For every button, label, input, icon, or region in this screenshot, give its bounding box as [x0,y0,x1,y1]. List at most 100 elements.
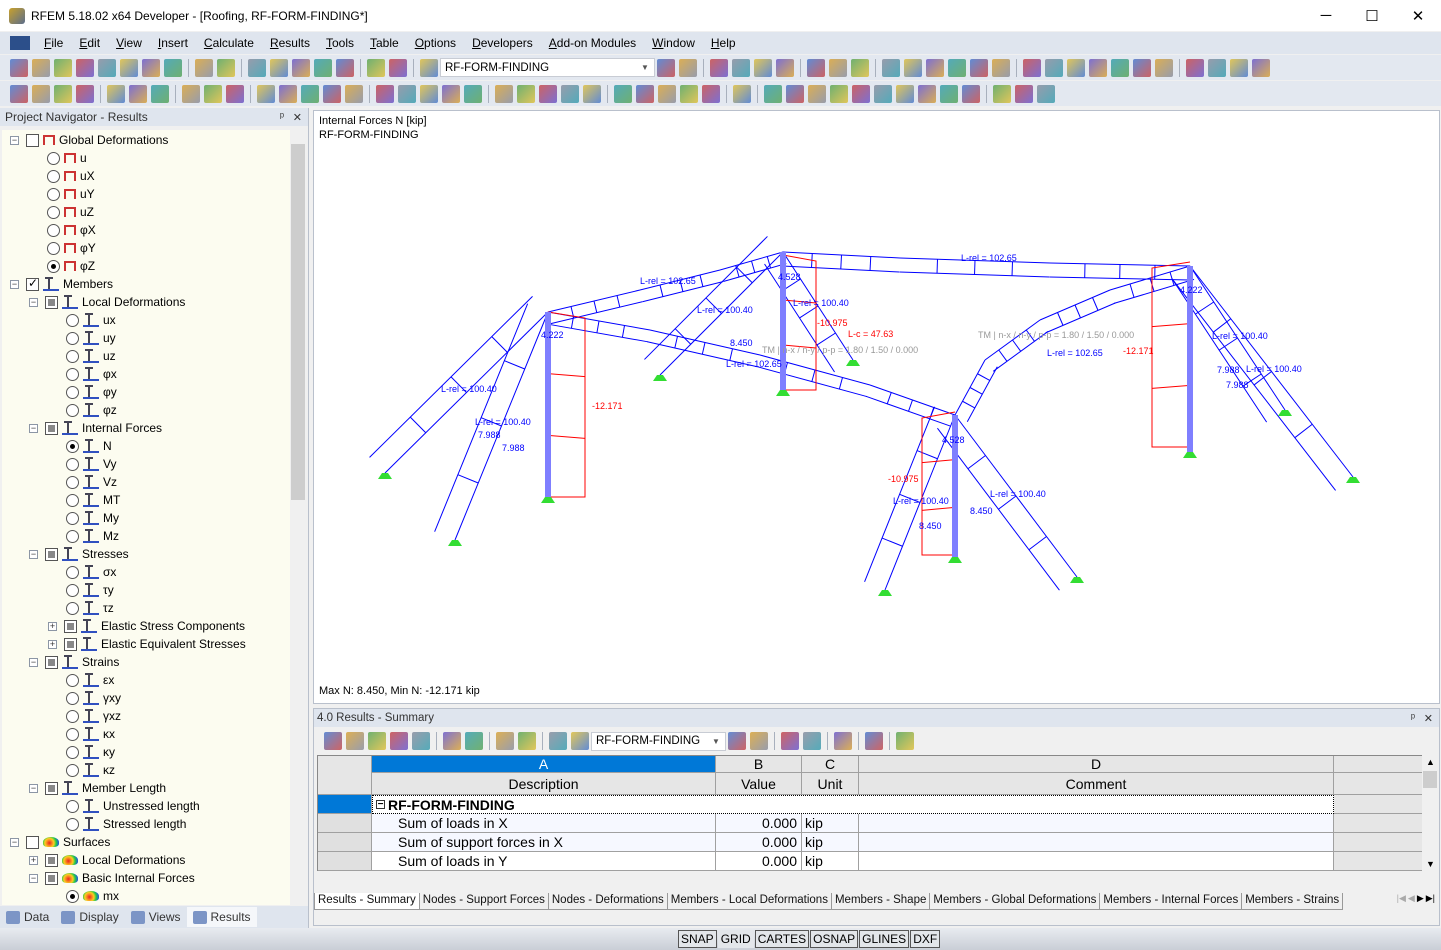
table-b-icon[interactable] [346,732,364,750]
scroll-up-icon[interactable]: ▲ [1426,757,1435,767]
radio-button[interactable] [47,259,60,273]
render-icon[interactable] [926,58,944,77]
settings-icon[interactable] [1015,84,1033,103]
nodal-load-icon[interactable] [398,84,416,103]
radio-button[interactable] [66,367,79,381]
chevron-down-icon[interactable]: ▼ [712,736,720,746]
tree-icon[interactable] [834,732,852,750]
table-a-icon[interactable] [324,732,342,750]
checkbox[interactable] [45,853,58,867]
radio-button[interactable] [47,205,60,219]
isometric-icon[interactable] [948,58,966,77]
nav-tab-views[interactable]: Views [125,907,187,927]
next-table-icon[interactable] [465,732,483,750]
tree-item[interactable]: σx [66,563,116,581]
measure-icon[interactable] [786,84,804,103]
member-support-icon[interactable] [129,84,147,103]
radio-button[interactable] [66,763,79,777]
surface-load-icon[interactable] [464,84,482,103]
grid-icon[interactable] [918,84,936,103]
radio-button[interactable] [66,709,79,723]
view-y-icon[interactable] [636,84,654,103]
tree-item[interactable]: Mz [66,527,119,545]
tree-item[interactable]: N [66,437,112,455]
checkbox[interactable] [45,871,58,885]
tree-item[interactable]: κx [66,725,115,743]
navigator-scrollbar[interactable] [290,130,307,905]
collapse-icon[interactable]: − [29,296,38,307]
tree-item[interactable]: Vy [66,455,117,473]
radio-button[interactable] [47,241,60,255]
tree-item[interactable]: −Global Deformations [10,131,168,149]
render-mode-icon[interactable] [702,84,720,103]
lines-icon[interactable] [896,84,914,103]
checkbox[interactable] [64,619,77,633]
radio-button[interactable] [66,313,79,327]
tree-item[interactable]: φy [66,383,117,401]
tree-item[interactable]: −Surfaces [10,833,110,851]
checkbox[interactable] [45,655,58,669]
prev-icon[interactable] [728,732,746,750]
tree-item[interactable]: −Member Length [29,779,166,797]
prev-tab-icon[interactable]: ◀ [1407,893,1415,903]
delete-icon[interactable] [1089,58,1107,77]
view-x-icon[interactable] [614,84,632,103]
surface-support-icon[interactable] [151,84,169,103]
tree-item[interactable]: u [47,149,87,167]
radio-button[interactable] [66,511,79,525]
calculator-icon[interactable] [896,732,914,750]
export-icon[interactable] [1186,58,1204,77]
filter-icon[interactable] [781,732,799,750]
nav-tab-results[interactable]: Results [186,907,257,927]
edit-icon[interactable] [571,732,589,750]
radio-button[interactable] [47,223,60,237]
first-tab-icon[interactable]: |◀ [1396,893,1406,903]
members-icon[interactable] [852,84,870,103]
radio-button[interactable] [66,727,79,741]
table-icon[interactable] [389,58,407,77]
scrollbar-thumb[interactable] [1423,771,1437,788]
load-icon[interactable] [376,84,394,103]
select-icon[interactable] [1023,58,1041,77]
filter-b-icon[interactable] [518,732,536,750]
tab-nodes-deformations[interactable]: Nodes - Deformations [547,893,668,910]
radio-button[interactable] [66,799,79,813]
open-icon[interactable] [32,58,50,77]
tree-item[interactable]: −Stresses [29,545,129,563]
hinge-icon[interactable] [301,84,319,103]
smooth-icon[interactable] [851,58,869,77]
archive-icon[interactable] [54,58,72,77]
display-icon[interactable] [733,84,751,103]
levels-icon[interactable] [940,84,958,103]
scroll-down-icon[interactable]: ▼ [1426,859,1435,869]
status-cartes[interactable]: CARTES [754,930,810,948]
color-scale-icon[interactable] [1037,84,1055,103]
zoom-window-icon[interactable] [992,58,1010,77]
copy-icon[interactable] [1111,58,1129,77]
radio-button[interactable] [66,331,79,345]
menu-calculate[interactable]: Calculate [203,36,254,50]
next-icon[interactable] [679,58,697,77]
radio-button[interactable] [66,493,79,507]
menu-file[interactable]: File [44,36,64,50]
tab-members-strains[interactable]: Members - Strains [1241,893,1344,910]
opening-icon[interactable] [279,84,297,103]
print-preview-icon[interactable] [164,58,182,77]
add-text-icon[interactable] [314,58,332,77]
radio-button[interactable] [47,169,60,183]
info-icon[interactable] [803,732,821,750]
tree-item[interactable]: τy [66,581,114,599]
new-line-icon[interactable] [32,84,50,103]
results-load-case-select[interactable]: RF-FORM-FINDING▼ [591,731,726,751]
pdf-icon[interactable] [1230,58,1248,77]
scrollbar-thumb[interactable] [291,144,305,500]
tree-item[interactable]: Stressed length [66,815,186,833]
target-icon[interactable] [292,58,310,77]
close-button[interactable]: ✕ [1411,7,1425,25]
section-icon[interactable] [323,84,341,103]
frame-icon[interactable] [226,84,244,103]
view-iso-icon[interactable] [583,84,601,103]
member-load-icon[interactable] [420,84,438,103]
plugin-icon[interactable] [1155,58,1173,77]
max-min-icon[interactable] [732,58,750,77]
